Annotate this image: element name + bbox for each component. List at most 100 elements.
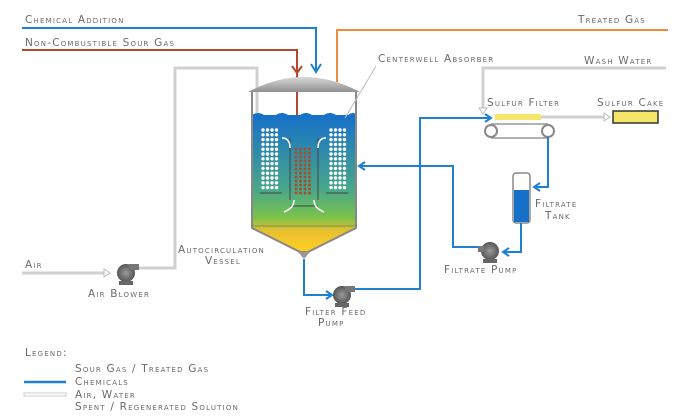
bubble (333, 181, 338, 185)
bubble (329, 147, 333, 151)
bubble (294, 147, 298, 151)
bubble (329, 171, 333, 175)
legend-label: Chemicals (75, 376, 129, 388)
bubble (270, 185, 274, 190)
bubble (261, 157, 265, 161)
filter-feed-line (355, 117, 490, 290)
arrow-icon (310, 63, 322, 74)
legend-label: Spent / Regenerated Solution (75, 401, 239, 413)
bubble (299, 191, 302, 195)
bubble (294, 167, 298, 171)
bubble (299, 151, 302, 155)
bubble (338, 181, 342, 185)
bubble (308, 191, 311, 195)
bubble (270, 181, 274, 185)
bubble (308, 183, 311, 187)
legend-label: Sour Gas / Treated Gas (75, 363, 209, 375)
bubble (261, 185, 265, 190)
air-blower-label: Air Blower (88, 288, 150, 300)
bubble (303, 155, 307, 159)
filtrate-tank-label-2: Tank (544, 210, 571, 222)
air-label: Air (25, 259, 43, 271)
bubble (342, 185, 347, 190)
vessel-outlet-line (303, 259, 330, 296)
bubble (329, 152, 333, 156)
legend-title: Legend: (25, 347, 68, 359)
bubble (342, 128, 347, 132)
wash-water-label: Wash Water (584, 55, 652, 67)
bubble (338, 147, 342, 151)
bubble (265, 181, 270, 185)
bubble (274, 157, 279, 161)
bubble (329, 161, 333, 166)
arrow-icon (484, 113, 493, 123)
filtrate-pump-label: Filtrate Pump (444, 264, 518, 276)
bubble (303, 191, 307, 195)
bubble (265, 157, 270, 161)
sulfur-cake-icon (612, 110, 659, 124)
bubble (294, 183, 298, 187)
vessel-label-1: Autocirculation (178, 244, 265, 256)
bubble (299, 183, 302, 187)
bubble (333, 128, 338, 132)
bubble (308, 163, 311, 167)
wash-water-line (481, 66, 666, 110)
arrow-icon (291, 65, 303, 75)
filter-feed-label-2: Pump (318, 317, 345, 329)
bubble (329, 185, 333, 190)
bubble (338, 161, 342, 166)
bubble (303, 179, 307, 183)
bubble (294, 171, 298, 175)
bubble (308, 159, 311, 163)
sulfur-filter-icon (484, 114, 555, 139)
bubble (303, 151, 307, 155)
bubble (294, 163, 298, 167)
bubble (333, 133, 338, 137)
bubble (338, 176, 342, 180)
bubble (342, 152, 347, 156)
bubble (329, 133, 333, 137)
bubble (338, 166, 342, 171)
bubble (333, 157, 338, 161)
bubble (333, 152, 338, 156)
bubble (274, 185, 279, 190)
bubble (329, 142, 333, 147)
bubble (338, 128, 342, 132)
bubble (329, 128, 333, 132)
bubble (294, 175, 298, 179)
chemical-addition-line (22, 27, 317, 70)
bubble (342, 147, 347, 151)
filtrate-pump-icon (478, 242, 499, 263)
bubble (270, 166, 274, 171)
bubble (329, 157, 333, 161)
bubble (333, 161, 338, 166)
bubble (294, 159, 298, 163)
bubble (274, 142, 279, 147)
bubble (299, 163, 302, 167)
bubble (261, 176, 265, 180)
bubble (274, 161, 279, 166)
bubble (303, 183, 307, 187)
bubble (299, 159, 302, 163)
bubble (265, 147, 270, 151)
bubble (294, 187, 298, 191)
bubble (294, 191, 298, 195)
bubble (265, 166, 270, 171)
tank-outlet-line (505, 223, 522, 253)
bubble (299, 187, 302, 191)
filtrate-tank-icon (512, 172, 531, 224)
bubble (308, 167, 311, 171)
bubble (261, 166, 265, 171)
sulfur-filter-label: Sulfur Filter (487, 97, 560, 109)
bubble (333, 171, 338, 175)
bubble (342, 157, 347, 161)
bubble (308, 171, 311, 175)
bubble (294, 179, 298, 183)
bubble (274, 152, 279, 156)
bubble (274, 181, 279, 185)
bubble (261, 133, 265, 137)
bubble (299, 147, 302, 151)
filter-feed-pump-icon (333, 286, 355, 307)
bubble (342, 161, 347, 166)
bubble (270, 157, 274, 161)
